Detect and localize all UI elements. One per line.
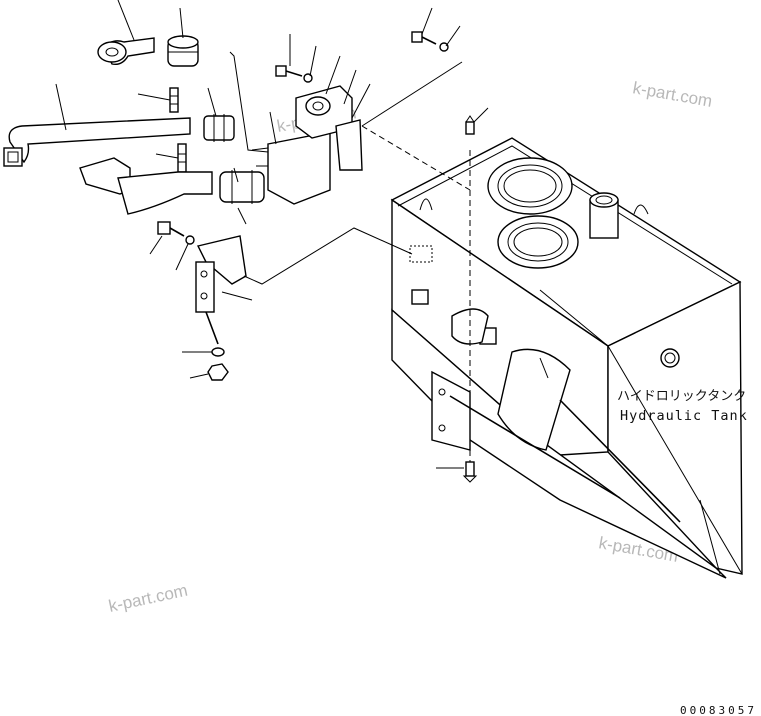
nut-1 xyxy=(207,363,229,381)
bolt-2 xyxy=(411,31,437,45)
tank-port-lower xyxy=(497,215,579,269)
drawing-code: 00083057 xyxy=(680,704,757,716)
mount-bracket xyxy=(195,235,247,345)
rubber-grommet xyxy=(167,35,199,67)
washer-2 xyxy=(439,42,449,52)
valve-block xyxy=(251,85,363,205)
washer-3 xyxy=(185,235,195,245)
suction-strainer xyxy=(497,348,571,451)
tank-port-upper xyxy=(487,157,573,215)
bolt-3 xyxy=(157,221,185,237)
hose-clamp-1 xyxy=(203,114,235,142)
leader-lines xyxy=(55,0,489,469)
tank-label-japanese: ハイドロリックタンク xyxy=(617,389,746,404)
watermark-top-right: k-part.com xyxy=(631,78,713,111)
hose-fitting-2 xyxy=(177,143,187,173)
filler-neck xyxy=(589,192,619,208)
return-pipe xyxy=(79,157,213,215)
drain-plug xyxy=(462,461,478,483)
watermark-bottom-left: k-part.com xyxy=(107,581,189,616)
sight-gauge xyxy=(660,348,680,368)
washer-4 xyxy=(211,347,225,357)
suction-pipe xyxy=(3,117,191,167)
bolt-1 xyxy=(275,65,303,77)
hose-clamp-2 xyxy=(219,170,265,204)
hose-fitting-1 xyxy=(169,87,179,113)
elbow-pipe-top xyxy=(97,37,155,66)
hydraulic-tank xyxy=(390,137,743,579)
washer-1 xyxy=(303,73,313,83)
breather-plug xyxy=(465,115,475,135)
tank-label-english: Hydraulic Tank xyxy=(620,408,748,424)
